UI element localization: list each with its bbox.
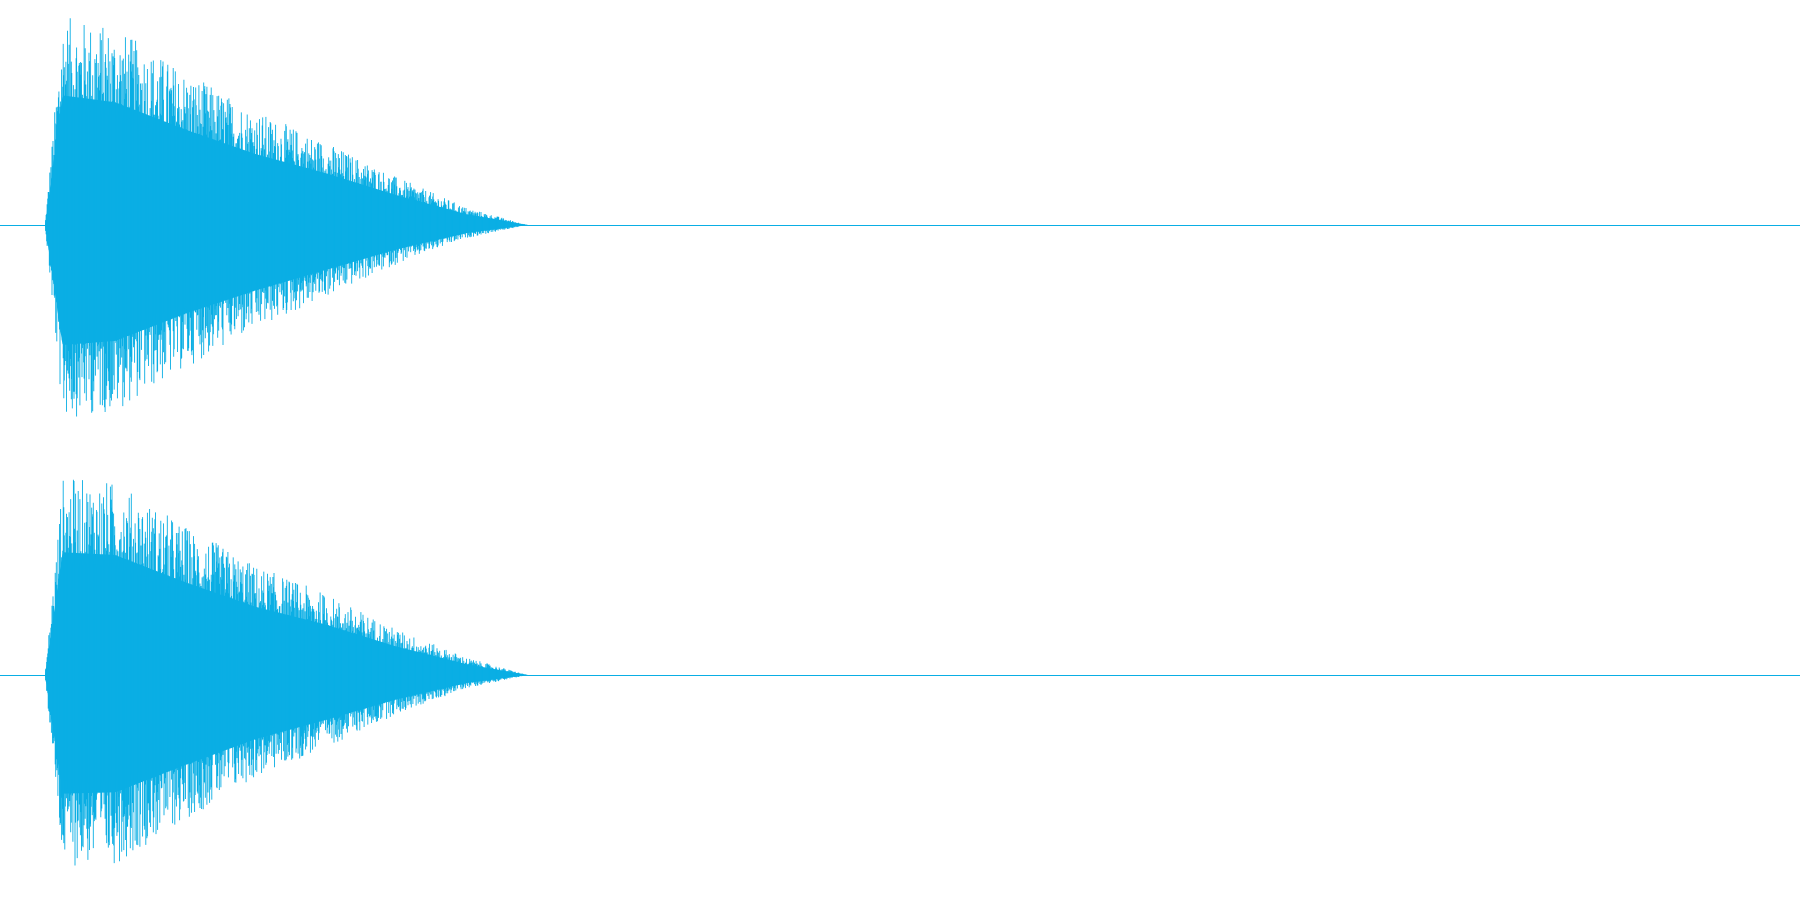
channel-1-waveform-peaks <box>45 18 528 417</box>
channel-2-waveform-peaks <box>45 479 528 866</box>
